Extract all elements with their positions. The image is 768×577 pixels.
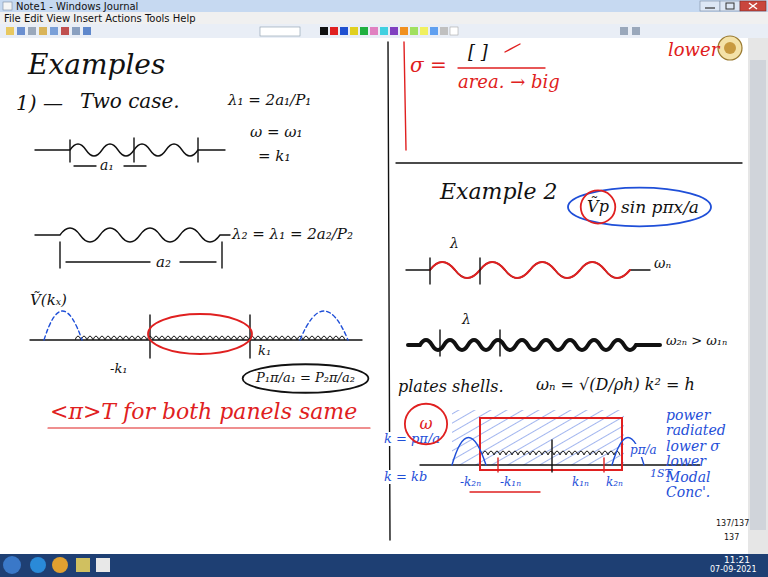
- window-title: Note1 - Windows Journal: [16, 1, 138, 12]
- formula-part: [ ]: [468, 42, 488, 62]
- wavelength-formula: λ₂ = λ₁ = 2a₂/P₂: [232, 226, 353, 243]
- toolbar: [0, 24, 768, 38]
- menu-bar-items: File Edit View Insert Actions Tools Help: [4, 13, 196, 24]
- wavenumber-tick: -k₂ₙ: [460, 476, 481, 489]
- wavelength-label: λ: [450, 236, 459, 251]
- conclusion-note: <π>T for both panels same: [50, 400, 357, 424]
- wavenumber-label: k = kb: [382, 470, 429, 484]
- heading: Examples: [28, 50, 165, 81]
- heading: Example 2: [440, 180, 558, 204]
- formula: ωₙ = √(D/ρh) k² = h: [536, 376, 695, 394]
- page-number: 137/137: [716, 520, 749, 529]
- frequency-label: ωₙ: [654, 256, 671, 271]
- illustration: [30, 42, 742, 540]
- span-label: a₁: [100, 158, 114, 173]
- scrollbar: [748, 38, 768, 554]
- formula-part: σ =: [410, 54, 447, 76]
- note: lower: [668, 40, 719, 60]
- circled-formula: P₁π/a₁ = P₂π/a₂: [240, 363, 371, 394]
- example-number: 1) —: [16, 92, 63, 114]
- wavenumber-tick: -k₁: [110, 362, 127, 376]
- note: power radiated lower σ lower Modal Conc'…: [666, 408, 744, 500]
- title-bar: [0, 0, 768, 12]
- menu-bar: [0, 12, 768, 24]
- node-text: P₁π/a₁ = P₂π/a₂: [256, 371, 355, 385]
- wavenumber-tick: k₁ₙ: [572, 476, 589, 489]
- formula-part: area. → big: [458, 72, 560, 92]
- node-text: Ṽp: [587, 198, 609, 216]
- wavelength-formula: λ₁ = 2a₁/P₁: [228, 92, 311, 109]
- node-text: ω: [419, 415, 432, 433]
- wavenumber-note: = k₁: [258, 148, 290, 165]
- taskbar: [0, 554, 768, 577]
- node-text: sin pπx/a: [621, 198, 699, 217]
- frequency-compare: ω₂ₙ > ω₁ₙ: [666, 334, 727, 348]
- date: 07-09-2021: [710, 566, 757, 575]
- wavelength-label: λ: [462, 312, 471, 327]
- wavenumber-tick: k₁: [258, 344, 271, 358]
- wavenumber-tick: pπ/a: [628, 444, 659, 457]
- case-note: Two case.: [80, 90, 180, 112]
- span-label: a₂: [156, 254, 171, 271]
- page-number: 137: [724, 534, 739, 543]
- toolbar-icons: [6, 27, 640, 36]
- clock: 11:21: [724, 556, 750, 566]
- wavenumber-tick: -k₁ₙ: [500, 476, 521, 489]
- logo: [718, 36, 742, 60]
- note: plates shells.: [398, 378, 504, 396]
- circled-amplitude: Ṽp: [580, 189, 616, 225]
- circled-expression: sin pπx/a Ṽp: [565, 186, 714, 228]
- wavenumber-tick: k₂ₙ: [606, 476, 623, 489]
- frequency-note: ω = ω₁: [250, 124, 303, 141]
- circled-symbol: ω: [404, 402, 448, 446]
- axis-label: Ṽ(kₓ): [30, 292, 67, 309]
